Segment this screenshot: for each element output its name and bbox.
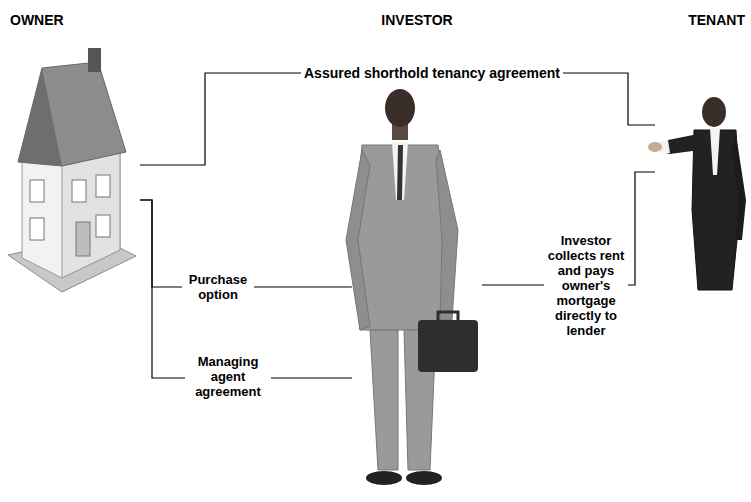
connector-line — [140, 73, 655, 165]
house-picture — [8, 48, 136, 292]
owner-node: OWNER — [4, 8, 140, 296]
investor-figure — [346, 89, 478, 485]
column-heading: TENANT — [688, 12, 745, 28]
column-heading: OWNER — [10, 12, 64, 28]
column-heading: INVESTOR — [381, 12, 452, 28]
agreement-label: Managing agent agreement — [185, 353, 271, 400]
payment-note: Investor collects rent and pays owner's … — [544, 232, 628, 339]
connector-line — [140, 200, 352, 378]
tenant-node: TENANT — [655, 8, 747, 292]
agreement-label: Assured shorthold tenancy agreement — [301, 65, 563, 82]
tenant-figure — [648, 97, 746, 290]
agreement-label: Purchase option — [182, 271, 254, 303]
